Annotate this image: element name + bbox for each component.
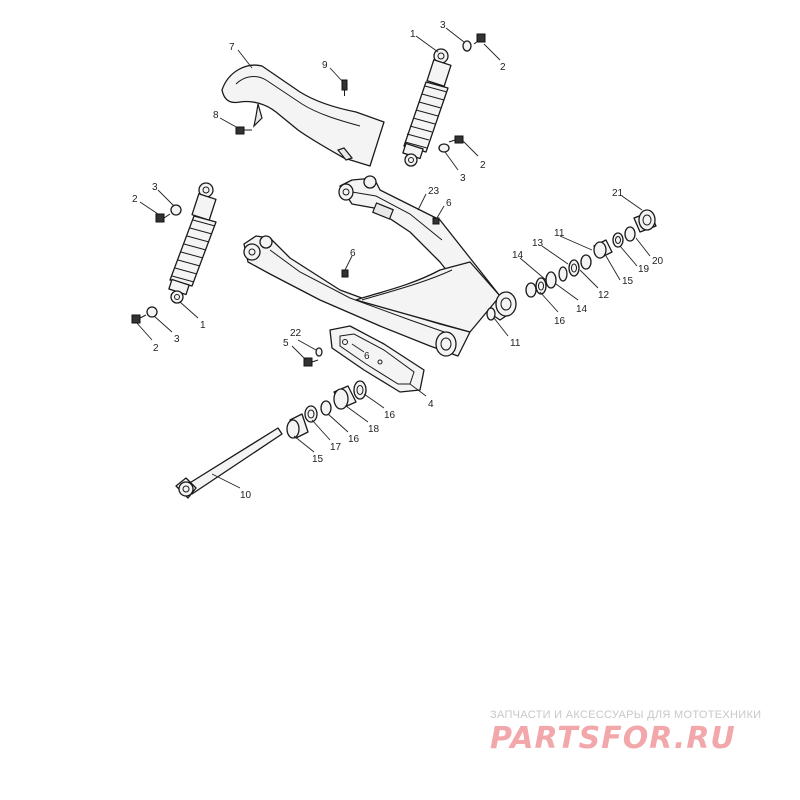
- callout-8: 8: [213, 110, 219, 121]
- callout-17: 17: [330, 442, 342, 453]
- leader-lines: [135, 27, 651, 489]
- swingarm: [243, 175, 517, 357]
- callout-6-right-arm: 6: [446, 198, 452, 209]
- watermark-tagline: ЗАПЧАСТИ И АКСЕССУАРЫ ДЛЯ МОТОТЕХНИКИ: [490, 709, 761, 721]
- bolt-8: [235, 126, 252, 135]
- callout-11-upper: 11: [554, 228, 565, 239]
- watermark-logo: PARTSFOR.RU: [490, 721, 736, 756]
- callout-14-lower: 14: [576, 304, 588, 315]
- callout-22: 22: [290, 328, 302, 339]
- callout-3-left-bottom: 3: [174, 334, 180, 345]
- callout-16-right: 16: [554, 316, 566, 327]
- watermark: ЗАПЧАСТИ И АКСЕССУАРЫ ДЛЯ МОТОТЕХНИКИ PA…: [490, 709, 761, 756]
- callout-20: 20: [652, 256, 664, 267]
- callout-14-upper: 14: [512, 250, 524, 261]
- callout-23: 23: [428, 186, 440, 197]
- chain-guard: [221, 64, 385, 167]
- callout-13: 13: [532, 238, 544, 249]
- washer-11-lower: [486, 307, 496, 321]
- callout-2-mid: 2: [480, 160, 486, 171]
- washer-3-mid: [438, 143, 450, 153]
- washer-3-left-bottom: [146, 306, 158, 318]
- callout-labels: 1 3 2 9 7 8 2 3 2 3 23 6 21 11 13 14 6 1…: [132, 20, 664, 501]
- callout-4: 4: [428, 399, 434, 410]
- callout-2-left-bottom: 2: [153, 343, 159, 354]
- callout-15-left: 15: [312, 454, 324, 465]
- callout-21: 21: [612, 188, 624, 199]
- bolt-2-top: [473, 33, 486, 45]
- pivot-shaft: [175, 427, 283, 499]
- callout-3-top: 3: [440, 20, 446, 31]
- callout-11-lower: 11: [510, 338, 521, 349]
- callout-12: 12: [598, 290, 610, 301]
- callout-3-mid: 3: [460, 173, 466, 184]
- callout-7: 7: [229, 42, 235, 53]
- bolt-9: [341, 79, 348, 96]
- callout-19: 19: [638, 264, 650, 275]
- callout-18: 18: [368, 424, 380, 435]
- shock-absorber-left: [168, 182, 217, 304]
- nut-22: [315, 347, 323, 357]
- washer-3-top: [462, 40, 472, 52]
- callout-3-left-top: 3: [152, 182, 158, 193]
- callout-9: 9: [322, 60, 328, 71]
- callout-2-top: 2: [500, 62, 506, 73]
- callout-1-left-shock: 1: [200, 320, 206, 331]
- shock-absorber-right: [402, 48, 452, 167]
- callout-2-left-top: 2: [132, 194, 138, 205]
- pivot-bushing-stack-left: [286, 380, 367, 439]
- callout-15-right: 15: [622, 276, 634, 287]
- callout-16-left-inner: 16: [348, 434, 360, 445]
- washer-3-left-top: [170, 204, 182, 216]
- callout-1-right-shock: 1: [410, 29, 416, 40]
- callout-16-left-outer: 16: [384, 410, 396, 421]
- callout-6-chain-case: 6: [364, 351, 370, 362]
- pivot-bushing-stack-right: [525, 209, 657, 298]
- callout-10: 10: [240, 490, 252, 501]
- callout-6-center: 6: [350, 248, 356, 259]
- bolt-2-mid: [448, 135, 464, 144]
- bolt-2-left-top: [155, 213, 171, 223]
- bolt-5: [303, 357, 319, 367]
- bolt-2-left-bottom: [131, 314, 147, 324]
- callout-5: 5: [283, 338, 289, 349]
